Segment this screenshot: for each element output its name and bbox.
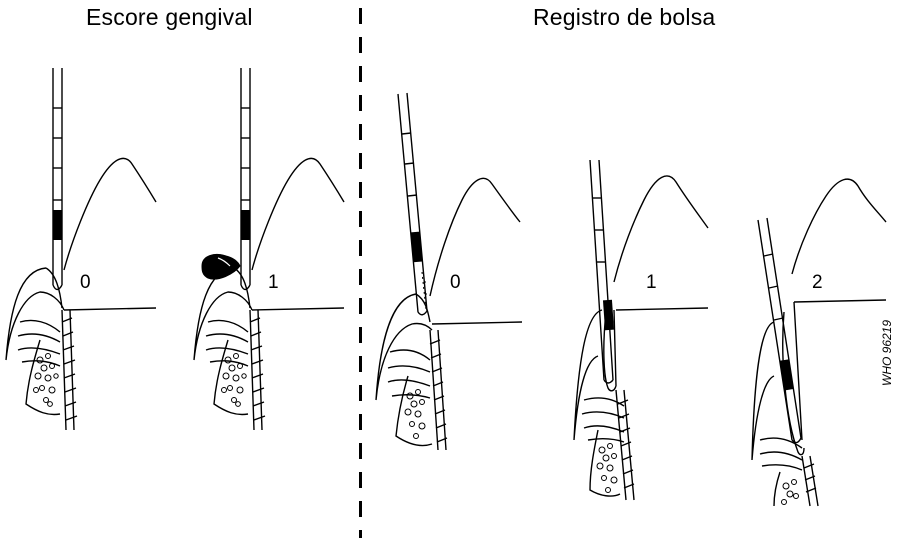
- gingival-score-0-label: 0: [80, 272, 91, 293]
- gingival-score-1-illustration: 1: [188, 60, 358, 440]
- figure-code: WHO 96219: [880, 320, 894, 386]
- pocket-score-1-label: 1: [646, 272, 657, 293]
- pocket-score-0-illustration: 0: [372, 60, 542, 460]
- section-divider: [358, 8, 363, 538]
- blood-drop-icon: [202, 254, 240, 279]
- pocket-score-1-illustration: 1: [568, 60, 738, 510]
- pocket-score-0-label: 0: [450, 272, 461, 293]
- gingival-score-0-illustration: 0: [0, 60, 170, 440]
- pocket-score-2-label: 2: [812, 272, 823, 293]
- gingival-score-1-label: 1: [268, 272, 279, 293]
- pocket-record-heading: Registro de bolsa: [533, 4, 715, 31]
- gingival-score-heading: Escore gengival: [86, 4, 253, 31]
- pocket-score-2-illustration: 2: [744, 60, 894, 510]
